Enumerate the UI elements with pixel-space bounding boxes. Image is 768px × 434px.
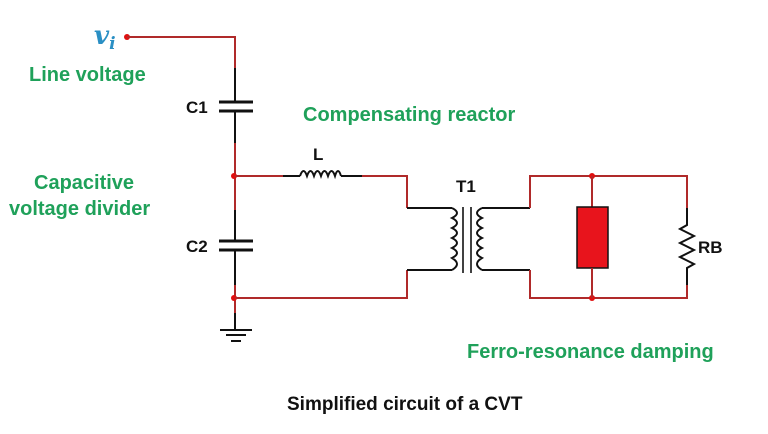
- c1-label: C1: [186, 98, 208, 117]
- line-voltage-annotation: Line voltage: [29, 64, 146, 86]
- inductor-l: [299, 170, 342, 180]
- capacitive-divider-annotation-line2: voltage divider: [9, 198, 150, 220]
- compensating-reactor-annotation: Compensating reactor: [303, 104, 515, 126]
- primary-bottom-wire: [235, 270, 408, 299]
- ferro-resonance-annotation: Ferro-resonance damping: [467, 341, 714, 363]
- primary-top-wire: [362, 175, 408, 208]
- input-voltage-symbol: vi: [94, 21, 116, 54]
- transformer-t1: [407, 207, 530, 273]
- secondary-top-wire: [529, 175, 688, 208]
- capacitor-c2: [219, 239, 253, 252]
- ferro-resonance-damping-circuit: [576, 206, 609, 269]
- input-wire: [127, 36, 236, 68]
- input-symbol-base: v: [94, 21, 110, 51]
- c2-label: C2: [186, 237, 208, 256]
- secondary-bottom-wire: [529, 270, 688, 299]
- burden-resistor-rb: [677, 208, 697, 285]
- tap-node: [231, 173, 237, 179]
- inductor-label: L: [313, 145, 323, 164]
- ground-icon: [220, 329, 252, 342]
- burden-resistor-label: RB: [698, 238, 723, 257]
- capacitor-c1: [219, 100, 253, 113]
- diagram-caption: Simplified circuit of a CVT: [287, 394, 523, 415]
- transformer-label: T1: [456, 177, 476, 196]
- ground-node: [231, 295, 237, 301]
- input-symbol-subscript: i: [109, 34, 115, 54]
- capacitive-divider-annotation-line1: Capacitive: [34, 172, 134, 194]
